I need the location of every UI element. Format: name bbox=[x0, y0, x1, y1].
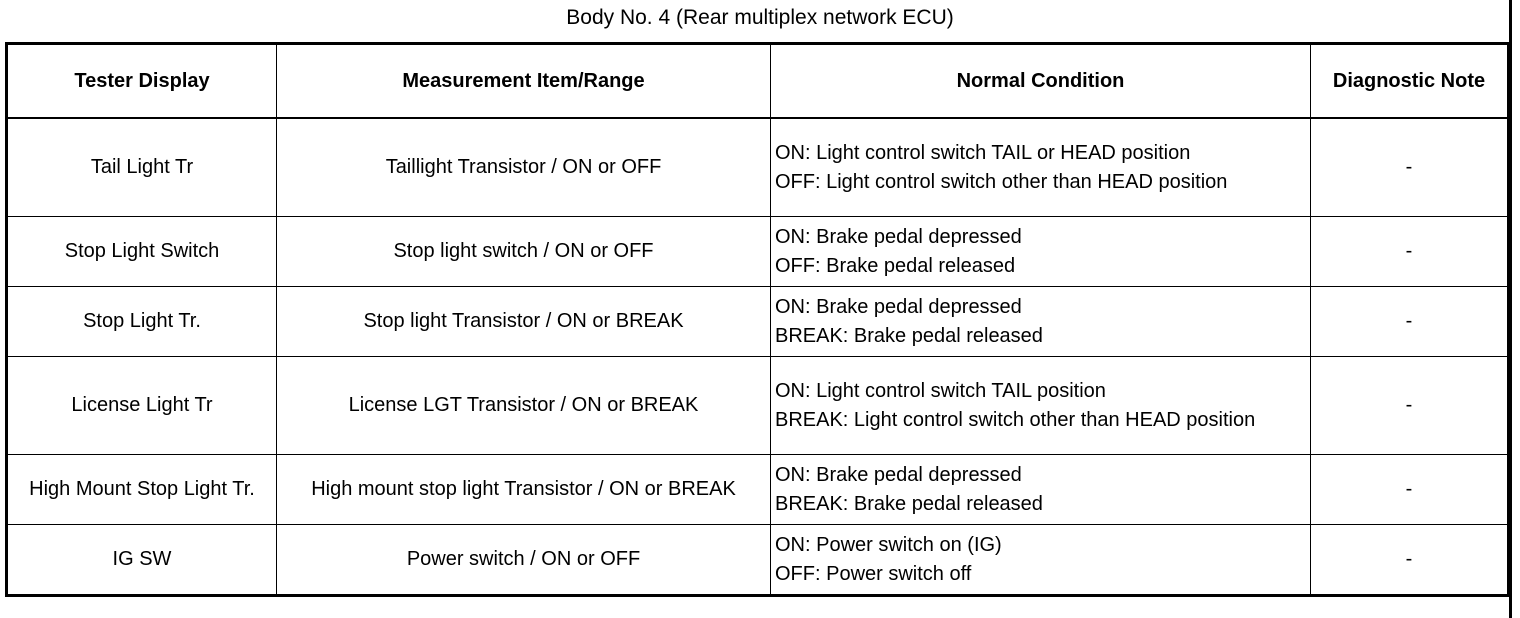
diagnostic-note-cell: - bbox=[1310, 524, 1509, 596]
table-row: Stop Light Switch Stop light switch / ON… bbox=[6, 216, 1509, 287]
table-row: Stop Light Tr. Stop light Transistor / O… bbox=[6, 286, 1509, 357]
normal-condition-cell: ON: Brake pedal depressed BREAK: Brake p… bbox=[770, 454, 1311, 525]
diagnostic-note-cell: - bbox=[1310, 117, 1509, 217]
header-measurement-item: Measurement Item/Range bbox=[276, 43, 771, 119]
condition-line: OFF: Brake pedal released bbox=[775, 254, 1016, 277]
right-border-rule bbox=[1509, 0, 1512, 618]
table-row: High Mount Stop Light Tr. High mount sto… bbox=[6, 454, 1509, 525]
page-title: Body No. 4 (Rear multiplex network ECU) bbox=[566, 6, 954, 29]
measurement-cell: Stop light switch / ON or OFF bbox=[276, 216, 771, 287]
tester-display-cell: License Light Tr bbox=[6, 356, 277, 455]
table-row: License Light Tr License LGT Transistor … bbox=[6, 356, 1509, 455]
normal-condition-cell: ON: Brake pedal depressed OFF: Brake ped… bbox=[770, 216, 1311, 287]
condition-line: BREAK: Brake pedal released bbox=[775, 324, 1043, 347]
condition-line: BREAK: Light control switch other than H… bbox=[775, 408, 1256, 431]
condition-line: ON: Power switch on (IG) bbox=[775, 533, 1002, 556]
diagnostic-note-cell: - bbox=[1310, 454, 1509, 525]
table-header-row: Tester Display Measurement Item/Range No… bbox=[6, 43, 1509, 119]
measurement-cell: High mount stop light Transistor / ON or… bbox=[276, 454, 771, 525]
normal-condition-cell: ON: Light control switch TAIL or HEAD po… bbox=[770, 117, 1311, 217]
measurement-cell: Power switch / ON or OFF bbox=[276, 524, 771, 596]
condition-line: OFF: Power switch off bbox=[775, 562, 972, 585]
measurement-cell: Stop light Transistor / ON or BREAK bbox=[276, 286, 771, 357]
data-list-table: Tester Display Measurement Item/Range No… bbox=[5, 42, 1510, 597]
header-tester-display: Tester Display bbox=[6, 43, 277, 119]
condition-line: ON: Light control switch TAIL or HEAD po… bbox=[775, 141, 1191, 164]
tester-display-cell: High Mount Stop Light Tr. bbox=[6, 454, 277, 525]
table-row: Tail Light Tr Taillight Transistor / ON … bbox=[6, 117, 1509, 217]
header-normal-condition: Normal Condition bbox=[770, 43, 1311, 119]
table-row: IG SW Power switch / ON or OFF ON: Power… bbox=[6, 524, 1509, 596]
condition-line: ON: Brake pedal depressed bbox=[775, 295, 1022, 318]
condition-line: BREAK: Brake pedal released bbox=[775, 492, 1043, 515]
normal-condition-cell: ON: Brake pedal depressed BREAK: Brake p… bbox=[770, 286, 1311, 357]
tester-display-cell: Tail Light Tr bbox=[6, 117, 277, 217]
diagnostic-note-cell: - bbox=[1310, 286, 1509, 357]
condition-line: OFF: Light control switch other than HEA… bbox=[775, 170, 1228, 193]
normal-condition-cell: ON: Light control switch TAIL position B… bbox=[770, 356, 1311, 455]
measurement-cell: Taillight Transistor / ON or OFF bbox=[276, 117, 771, 217]
diagnostic-note-cell: - bbox=[1310, 356, 1509, 455]
diagnostic-note-cell: - bbox=[1310, 216, 1509, 287]
condition-line: ON: Light control switch TAIL position bbox=[775, 379, 1106, 402]
measurement-cell: License LGT Transistor / ON or BREAK bbox=[276, 356, 771, 455]
condition-line: ON: Brake pedal depressed bbox=[775, 225, 1022, 248]
tester-display-cell: Stop Light Switch bbox=[6, 216, 277, 287]
normal-condition-cell: ON: Power switch on (IG) OFF: Power swit… bbox=[770, 524, 1311, 596]
tester-display-cell: IG SW bbox=[6, 524, 277, 596]
tester-display-cell: Stop Light Tr. bbox=[6, 286, 277, 357]
condition-line: ON: Brake pedal depressed bbox=[775, 463, 1022, 486]
header-diagnostic-note: Diagnostic Note bbox=[1310, 43, 1509, 119]
